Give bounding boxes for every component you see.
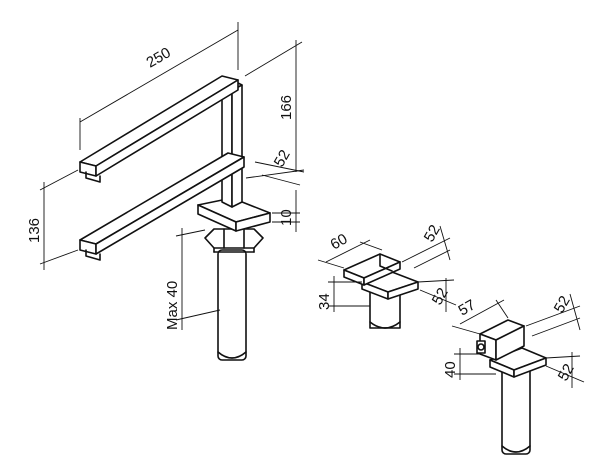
spout-lower xyxy=(79,152,245,261)
dimension-10: 10 xyxy=(272,190,300,232)
dimension-52-b-top: 52 xyxy=(525,293,581,337)
spout-upper xyxy=(79,75,239,183)
label-52-b-bottom: 52 xyxy=(555,361,578,384)
label-136: 136 xyxy=(26,218,43,243)
dimension-34: 34 xyxy=(316,276,370,312)
label-52-a-top: 52 xyxy=(421,222,444,245)
dimension-52-a-bottom: 52 xyxy=(417,278,457,312)
label-250: 250 xyxy=(144,44,174,71)
label-166: 166 xyxy=(278,95,295,120)
dimension-52-main: 52 xyxy=(254,147,305,186)
handle-a: 60 52 34 52 xyxy=(316,222,457,329)
dimension-52-a-top: 52 xyxy=(401,222,451,269)
dimension-166: 166 xyxy=(244,40,305,179)
label-40: 40 xyxy=(442,361,459,378)
label-52-main: 52 xyxy=(271,147,294,170)
dimension-60: 60 xyxy=(317,230,383,269)
label-52-a-bottom: 52 xyxy=(429,285,452,308)
main-faucet: 250 166 52 10 136 xyxy=(26,22,305,361)
dimension-57: 57 xyxy=(451,296,509,335)
dimension-40: 40 xyxy=(442,348,496,380)
dimension-52-b-bottom: 52 xyxy=(545,352,585,388)
label-34: 34 xyxy=(316,293,333,310)
column xyxy=(221,79,243,208)
label-10: 10 xyxy=(278,209,295,226)
label-60: 60 xyxy=(328,230,351,253)
dimension-136: 136 xyxy=(26,169,79,270)
label-52-b-top: 52 xyxy=(551,293,574,316)
handle-b: 57 52 40 52 xyxy=(442,293,585,455)
dimension-max40: Max 40 xyxy=(164,228,221,330)
shank xyxy=(204,228,264,361)
label-max40: Max 40 xyxy=(164,281,181,330)
base-plate xyxy=(197,197,271,232)
label-57: 57 xyxy=(456,296,479,319)
